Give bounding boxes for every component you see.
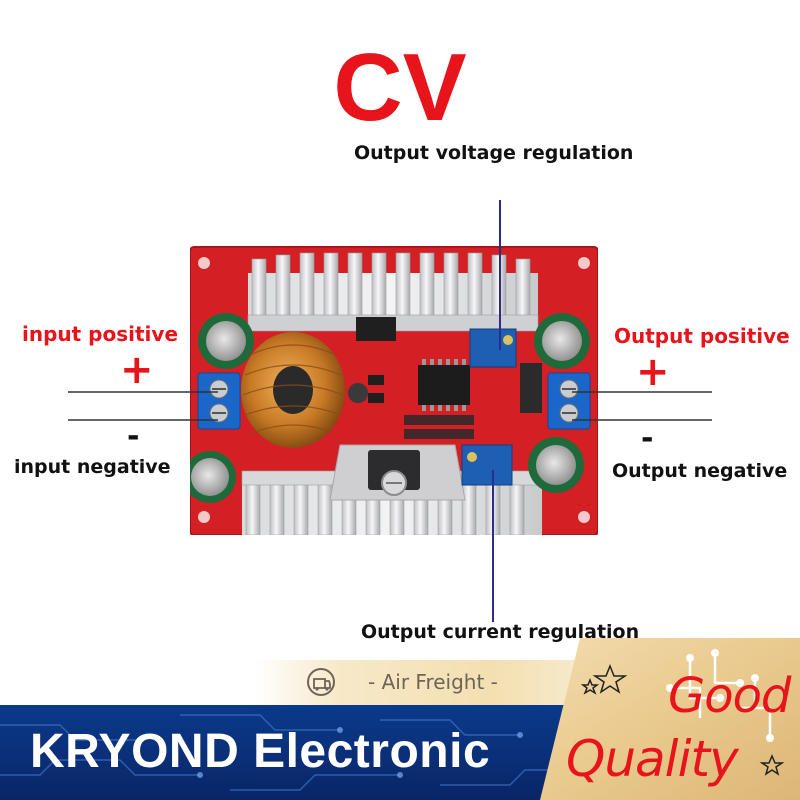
star-icon [580, 663, 785, 776]
input-positive-label: input positive [22, 322, 179, 346]
quality-badge-panel [540, 638, 800, 800]
air-freight-text: - Air Freight - [368, 670, 498, 694]
input-minus-sign: - [127, 419, 140, 454]
output-positive-label: Output positive [614, 324, 790, 348]
circuit-pattern [0, 714, 563, 791]
brand-name: KRYOND Electronic [30, 725, 491, 778]
good-text: Good [668, 668, 791, 724]
output-plus-sign: + [636, 349, 670, 395]
cv-title: CV [333, 34, 467, 141]
delivery-box-icon [307, 668, 335, 696]
input-plus-sign: + [120, 347, 154, 393]
current-regulation-label: Output current regulation [361, 621, 640, 643]
dc-converter-board-photo [190, 246, 598, 535]
output-minus-sign: - [641, 421, 654, 456]
quality-text: Quality [566, 730, 739, 788]
output-negative-label: Output negative [612, 460, 788, 482]
input-negative-label: input negative [14, 456, 171, 478]
voltage-regulation-label: Output voltage regulation [354, 142, 634, 164]
air-freight-strip [255, 660, 595, 706]
